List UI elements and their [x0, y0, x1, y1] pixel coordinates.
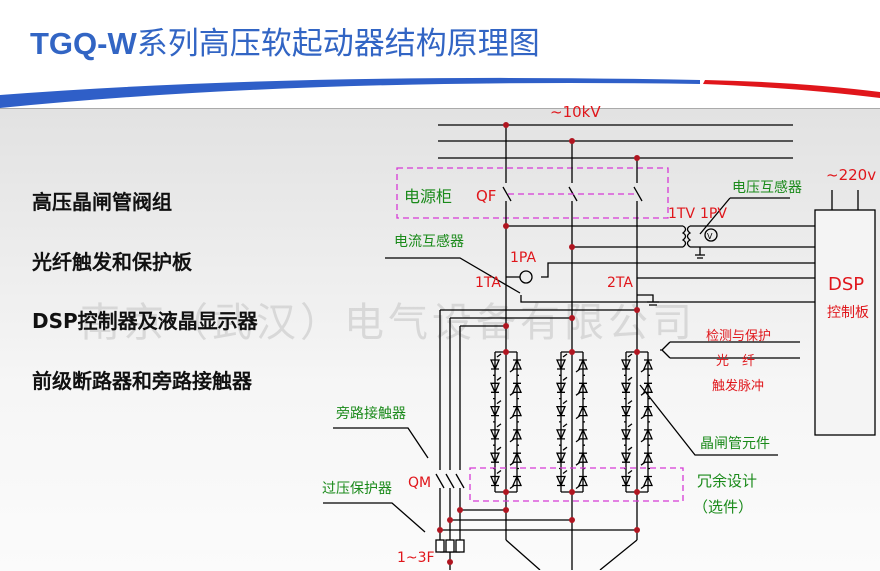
junction-dot	[569, 517, 575, 523]
redundant-label: 冗余设计	[697, 472, 757, 490]
supply-cabinet-box	[396, 167, 669, 219]
title-text: 系列高压软起动器结构原理图	[136, 26, 540, 62]
junction-dot	[457, 507, 463, 513]
voltage-transformer-label: 电压互感器	[732, 179, 802, 196]
breaker-label: QF	[476, 187, 496, 205]
dsp-board	[814, 209, 876, 436]
dsp-sub-label: 控制板	[827, 305, 869, 321]
bus-voltage: ~10kV	[550, 103, 601, 121]
arresters-label: 1~3F	[397, 550, 435, 566]
bypass-label: 旁路接触器	[336, 405, 406, 422]
ta1-label: 1TA	[475, 275, 501, 291]
thyristor-label: 晶闸管元件	[700, 436, 770, 452]
current-transformer-label: 电流互感器	[394, 233, 464, 250]
junction-dot	[569, 138, 575, 144]
fiber-top-label: 检测与保护	[706, 329, 771, 344]
pa-label: 1PA	[510, 250, 536, 266]
tv-label: 1TV	[668, 206, 695, 222]
junction-dot	[503, 489, 509, 495]
fiber-arrow	[660, 341, 800, 359]
junction-dot	[503, 223, 509, 229]
voltage-transformer: V	[506, 197, 815, 259]
fiber-mid-label: 光 纤	[716, 354, 755, 369]
phase-lines	[502, 125, 643, 540]
title-prefix: TGQ-W	[30, 26, 137, 61]
watermark: 南京（武汉）电气设备有限公司	[80, 300, 696, 346]
dsp-label: DSP	[828, 274, 864, 295]
thyristor-leader	[639, 384, 778, 456]
junction-dot	[634, 489, 640, 495]
junction-dot	[634, 155, 640, 161]
junction-dot	[503, 507, 509, 513]
overvoltage-leader	[323, 502, 426, 533]
optional-label: （选件）	[693, 498, 753, 516]
current-transformers	[385, 257, 815, 306]
junction-dot	[503, 323, 509, 329]
component-label: DSP控制器及液晶显示器	[32, 309, 258, 333]
junction-dot	[634, 349, 640, 355]
junction-dot	[437, 527, 443, 533]
junction-dot	[447, 517, 453, 523]
junction-dot	[569, 315, 575, 321]
junction-dot	[447, 559, 453, 565]
qm-label: QM	[408, 475, 431, 491]
bypass-leader	[333, 427, 429, 459]
junction-dot	[634, 307, 640, 313]
junction-dots	[437, 122, 640, 565]
component-label: 高压晶闸管阀组	[32, 190, 172, 214]
component-label: 光纤触发和保护板	[32, 250, 192, 274]
junction-dot	[569, 349, 575, 355]
page-title: TGQ-W系列高压软起动器结构原理图	[30, 18, 540, 63]
header-swoosh	[0, 77, 880, 108]
bypass-wiring	[435, 309, 638, 570]
svg-text:V: V	[707, 232, 713, 241]
supply-cabinet-label: 电源柜	[404, 187, 452, 206]
control-voltage: ~220v	[826, 166, 876, 184]
redundant-box	[469, 467, 684, 502]
fiber-bot-label: 触发脉冲	[712, 378, 764, 394]
junction-dot	[634, 527, 640, 533]
bus-lines	[438, 124, 793, 159]
junction-dot	[569, 489, 575, 495]
component-label: 前级断路器和旁路接触器	[32, 369, 252, 393]
overvoltage-label: 过压保护器	[322, 481, 392, 497]
pv-label: 1PV	[700, 206, 727, 222]
ta2-label: 2TA	[607, 275, 633, 291]
junction-dot	[569, 244, 575, 250]
junction-dot	[503, 122, 509, 128]
junction-dot	[503, 349, 509, 355]
